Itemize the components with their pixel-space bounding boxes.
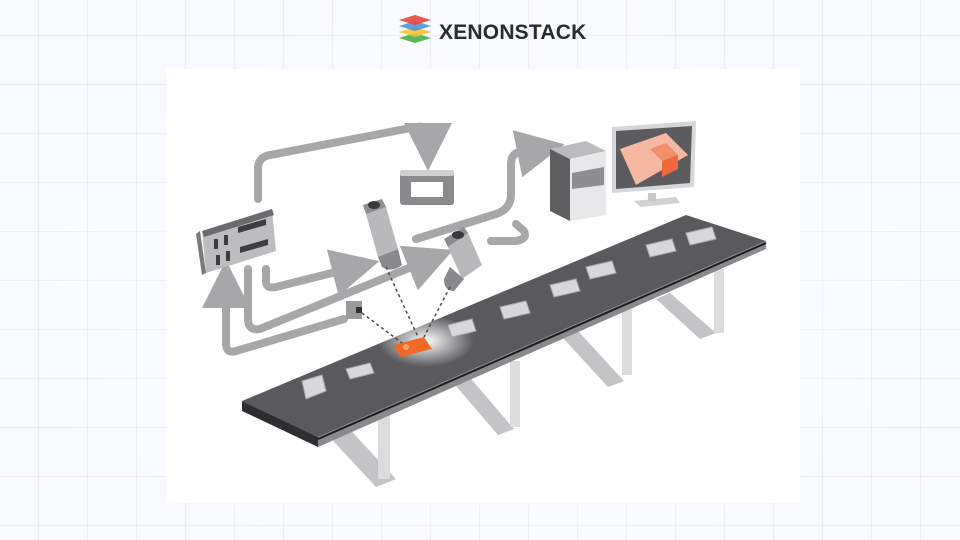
stacked-layers-icon	[399, 15, 431, 43]
brand-name: XENONSTACK	[439, 21, 587, 44]
conveyor-inspection-diagram	[196, 121, 767, 487]
conveyor-legs	[322, 269, 724, 487]
camera-1	[363, 199, 402, 270]
camera-2	[444, 227, 482, 291]
conveyor-belt	[242, 215, 767, 447]
highlighted-defective-part	[394, 337, 432, 357]
brand-logo[interactable]: XENONSTACK	[395, 13, 586, 53]
monitor	[612, 121, 696, 207]
machine-vision-illustration	[166, 69, 800, 503]
controller-box	[196, 209, 276, 275]
flow-arrows	[202, 122, 565, 356]
trigger-sensor	[346, 301, 362, 319]
display-terminal	[400, 170, 454, 205]
parts	[301, 226, 717, 400]
computer-tower	[550, 141, 606, 221]
sight-lines	[361, 266, 451, 344]
